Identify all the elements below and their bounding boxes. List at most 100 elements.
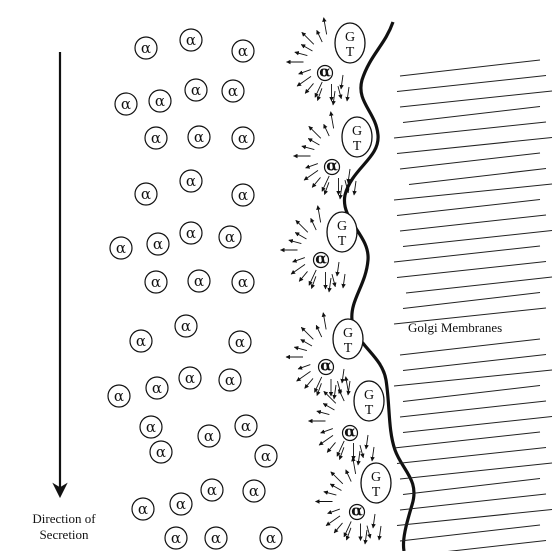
- release-arrow: [332, 274, 335, 287]
- release-arrow: [301, 45, 312, 52]
- cisterna-line: [394, 246, 540, 262]
- flow-arrow: [334, 385, 336, 399]
- svg-text:α: α: [320, 357, 332, 375]
- svg-text:G: G: [345, 30, 355, 45]
- svg-text:G: G: [343, 326, 353, 341]
- release-arrow: [319, 435, 333, 445]
- gt-complex: GT: [335, 23, 365, 63]
- svg-text:G: G: [352, 124, 362, 139]
- release-arrow: [331, 472, 343, 484]
- release-arrow: [294, 347, 307, 350]
- cisterna-line: [403, 541, 546, 551]
- alpha-particle: α: [180, 170, 202, 192]
- flow-arrow: [354, 181, 356, 195]
- gt-complex: GT: [327, 212, 357, 252]
- svg-text:α: α: [211, 529, 221, 547]
- cisterna-line: [394, 122, 546, 138]
- release-arrow: [334, 523, 342, 533]
- release-arrow: [296, 220, 308, 232]
- alpha-particle: α: [146, 377, 168, 399]
- svg-text:α: α: [351, 502, 363, 520]
- alpha-particle: α: [135, 183, 157, 205]
- release-arrow: [331, 112, 334, 129]
- cisterna-line: [400, 525, 540, 541]
- svg-text:α: α: [194, 128, 204, 146]
- flow-arrow: [347, 87, 349, 101]
- cisterna-line: [403, 479, 540, 495]
- alpha-particle: α: [188, 270, 210, 292]
- cisterna-line: [400, 463, 552, 479]
- svg-text:α: α: [141, 185, 151, 203]
- svg-text:α: α: [116, 239, 126, 257]
- svg-text:α: α: [156, 443, 166, 461]
- cisterna-line: [400, 60, 540, 76]
- svg-text:T: T: [353, 139, 362, 154]
- release-arrow: [367, 526, 370, 539]
- alpha-particle: α: [198, 425, 220, 447]
- release-arrow: [309, 126, 321, 138]
- release-arrow: [295, 233, 306, 240]
- cisterna-line: [400, 153, 540, 169]
- svg-text:α: α: [235, 333, 245, 351]
- release-arrow: [317, 411, 330, 414]
- release-arrow: [318, 206, 321, 223]
- alpha-particle: α: [115, 93, 137, 115]
- svg-text:α: α: [194, 272, 204, 290]
- alpha-particle: α: [108, 385, 130, 407]
- gt-complex: GT: [354, 381, 384, 421]
- svg-text:α: α: [238, 129, 248, 147]
- release-arrow: [305, 378, 313, 388]
- flow-arrow: [365, 530, 367, 544]
- svg-text:α: α: [344, 423, 356, 441]
- svg-text:T: T: [365, 403, 374, 418]
- flow-arrow: [379, 526, 381, 540]
- cisterna-line: [397, 448, 546, 464]
- release-arrow: [312, 177, 320, 187]
- alpha-particle: α: [229, 331, 251, 353]
- alpha-particle: α: [145, 127, 167, 149]
- svg-text:α: α: [238, 186, 248, 204]
- cisterna-line: [403, 231, 552, 247]
- svg-text:α: α: [319, 63, 331, 81]
- svg-text:α: α: [261, 447, 271, 465]
- release-arrow: [301, 327, 313, 339]
- svg-text:α: α: [141, 39, 151, 57]
- svg-text:α: α: [151, 273, 161, 291]
- release-arrow: [339, 389, 344, 401]
- alpha-particle: α: [260, 527, 282, 549]
- alpha-particle: α: [219, 226, 241, 248]
- alpha-particle: α: [165, 527, 187, 549]
- svg-text:α: α: [186, 31, 196, 49]
- release-arrow: [346, 470, 351, 482]
- release-arrow: [304, 170, 318, 180]
- gt-complex: GT: [361, 463, 391, 503]
- flow-arrow: [343, 274, 345, 288]
- cisterna-line: [403, 386, 540, 402]
- small-alpha: α: [343, 423, 358, 441]
- release-arrow: [297, 371, 311, 381]
- small-alpha: α: [325, 157, 340, 175]
- svg-text:α: α: [186, 224, 196, 242]
- svg-text:G: G: [364, 388, 374, 403]
- alpha-particles: ααααααααααααααααααααααααααααααααααααααα: [108, 29, 282, 549]
- alpha-particle: α: [130, 330, 152, 352]
- alpha-particle: α: [232, 271, 254, 293]
- release-arrow: [321, 429, 333, 433]
- cisterna-line: [394, 184, 552, 200]
- svg-text:α: α: [315, 250, 327, 268]
- svg-text:α: α: [138, 500, 148, 518]
- alpha-particle: α: [170, 493, 192, 515]
- small-alpha: α: [319, 357, 334, 375]
- cisterna-line: [397, 138, 552, 154]
- release-arrow: [302, 32, 314, 44]
- alpha-particle: α: [110, 237, 132, 259]
- release-arrow: [316, 325, 321, 337]
- svg-text:α: α: [238, 273, 248, 291]
- alpha-particle: α: [232, 127, 254, 149]
- svg-text:α: α: [176, 495, 186, 513]
- svg-text:α: α: [185, 369, 195, 387]
- release-arrow: [323, 313, 326, 330]
- svg-text:α: α: [151, 129, 161, 147]
- alpha-particle: α: [222, 80, 244, 102]
